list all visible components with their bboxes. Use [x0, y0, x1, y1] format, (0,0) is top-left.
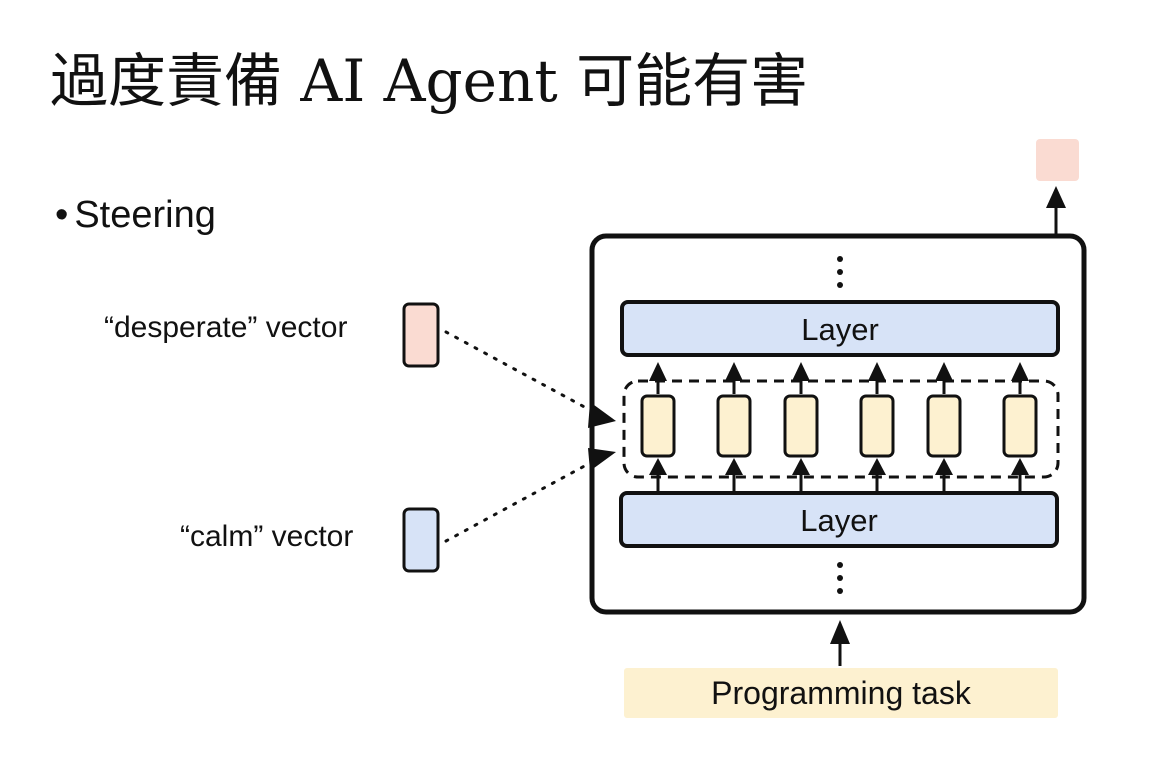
desperate-arrowhead [588, 402, 616, 428]
calm-vector-label: “calm” vector [180, 520, 354, 553]
activation-cell [783, 394, 819, 458]
activation-in-arrowhead [1011, 458, 1029, 475]
activation-region [622, 379, 1060, 479]
bullet-text: Steering [74, 194, 216, 236]
activation-in-arrowhead [868, 458, 886, 475]
top-ellipsis [837, 256, 843, 288]
activation-cell [1002, 394, 1038, 458]
activation-cell [716, 394, 752, 458]
activation-out-arrowhead [935, 362, 953, 381]
upper-layer-label: Layer [801, 312, 879, 347]
bottom-ellipsis [837, 562, 843, 594]
input-arrowhead [830, 620, 850, 644]
activation-out-arrowhead [1011, 362, 1029, 381]
desperate-vector-label: “desperate” vector [104, 311, 348, 344]
calm-arrowhead [588, 448, 616, 471]
desperate-dotted-arrow [444, 330, 592, 412]
activation-cell [926, 394, 962, 458]
calm-dotted-arrow [444, 461, 592, 543]
bullet-dot: • [55, 194, 69, 236]
activation-cell [640, 394, 676, 458]
output-token [1036, 139, 1079, 181]
programming-task-box: Programming task [624, 668, 1058, 718]
activation-out-arrowhead [868, 362, 886, 381]
upper-layer-box [620, 300, 1060, 357]
lower-layer-box [619, 491, 1059, 548]
activation-group [640, 362, 1038, 491]
programming-task-label: Programming task [711, 674, 971, 711]
activation-in-arrowhead [649, 458, 667, 475]
activation-in-arrowhead [725, 458, 743, 475]
page-title: 過度責備 AI Agent 可能有害 [50, 47, 809, 115]
activation-out-arrowhead [649, 362, 667, 381]
calm-vector-box [402, 507, 440, 573]
desperate-vector-box [402, 302, 440, 368]
lower-layer-label: Layer [800, 503, 878, 538]
activation-out-arrowhead [725, 362, 743, 381]
bullet-steering: •Steering [55, 194, 216, 237]
activation-out-arrowhead [792, 362, 810, 381]
activation-cell [859, 394, 895, 458]
activation-in-arrowhead [792, 458, 810, 475]
activation-in-arrowhead [935, 458, 953, 475]
model-container [589, 233, 1087, 615]
output-arrowhead [1046, 186, 1066, 208]
